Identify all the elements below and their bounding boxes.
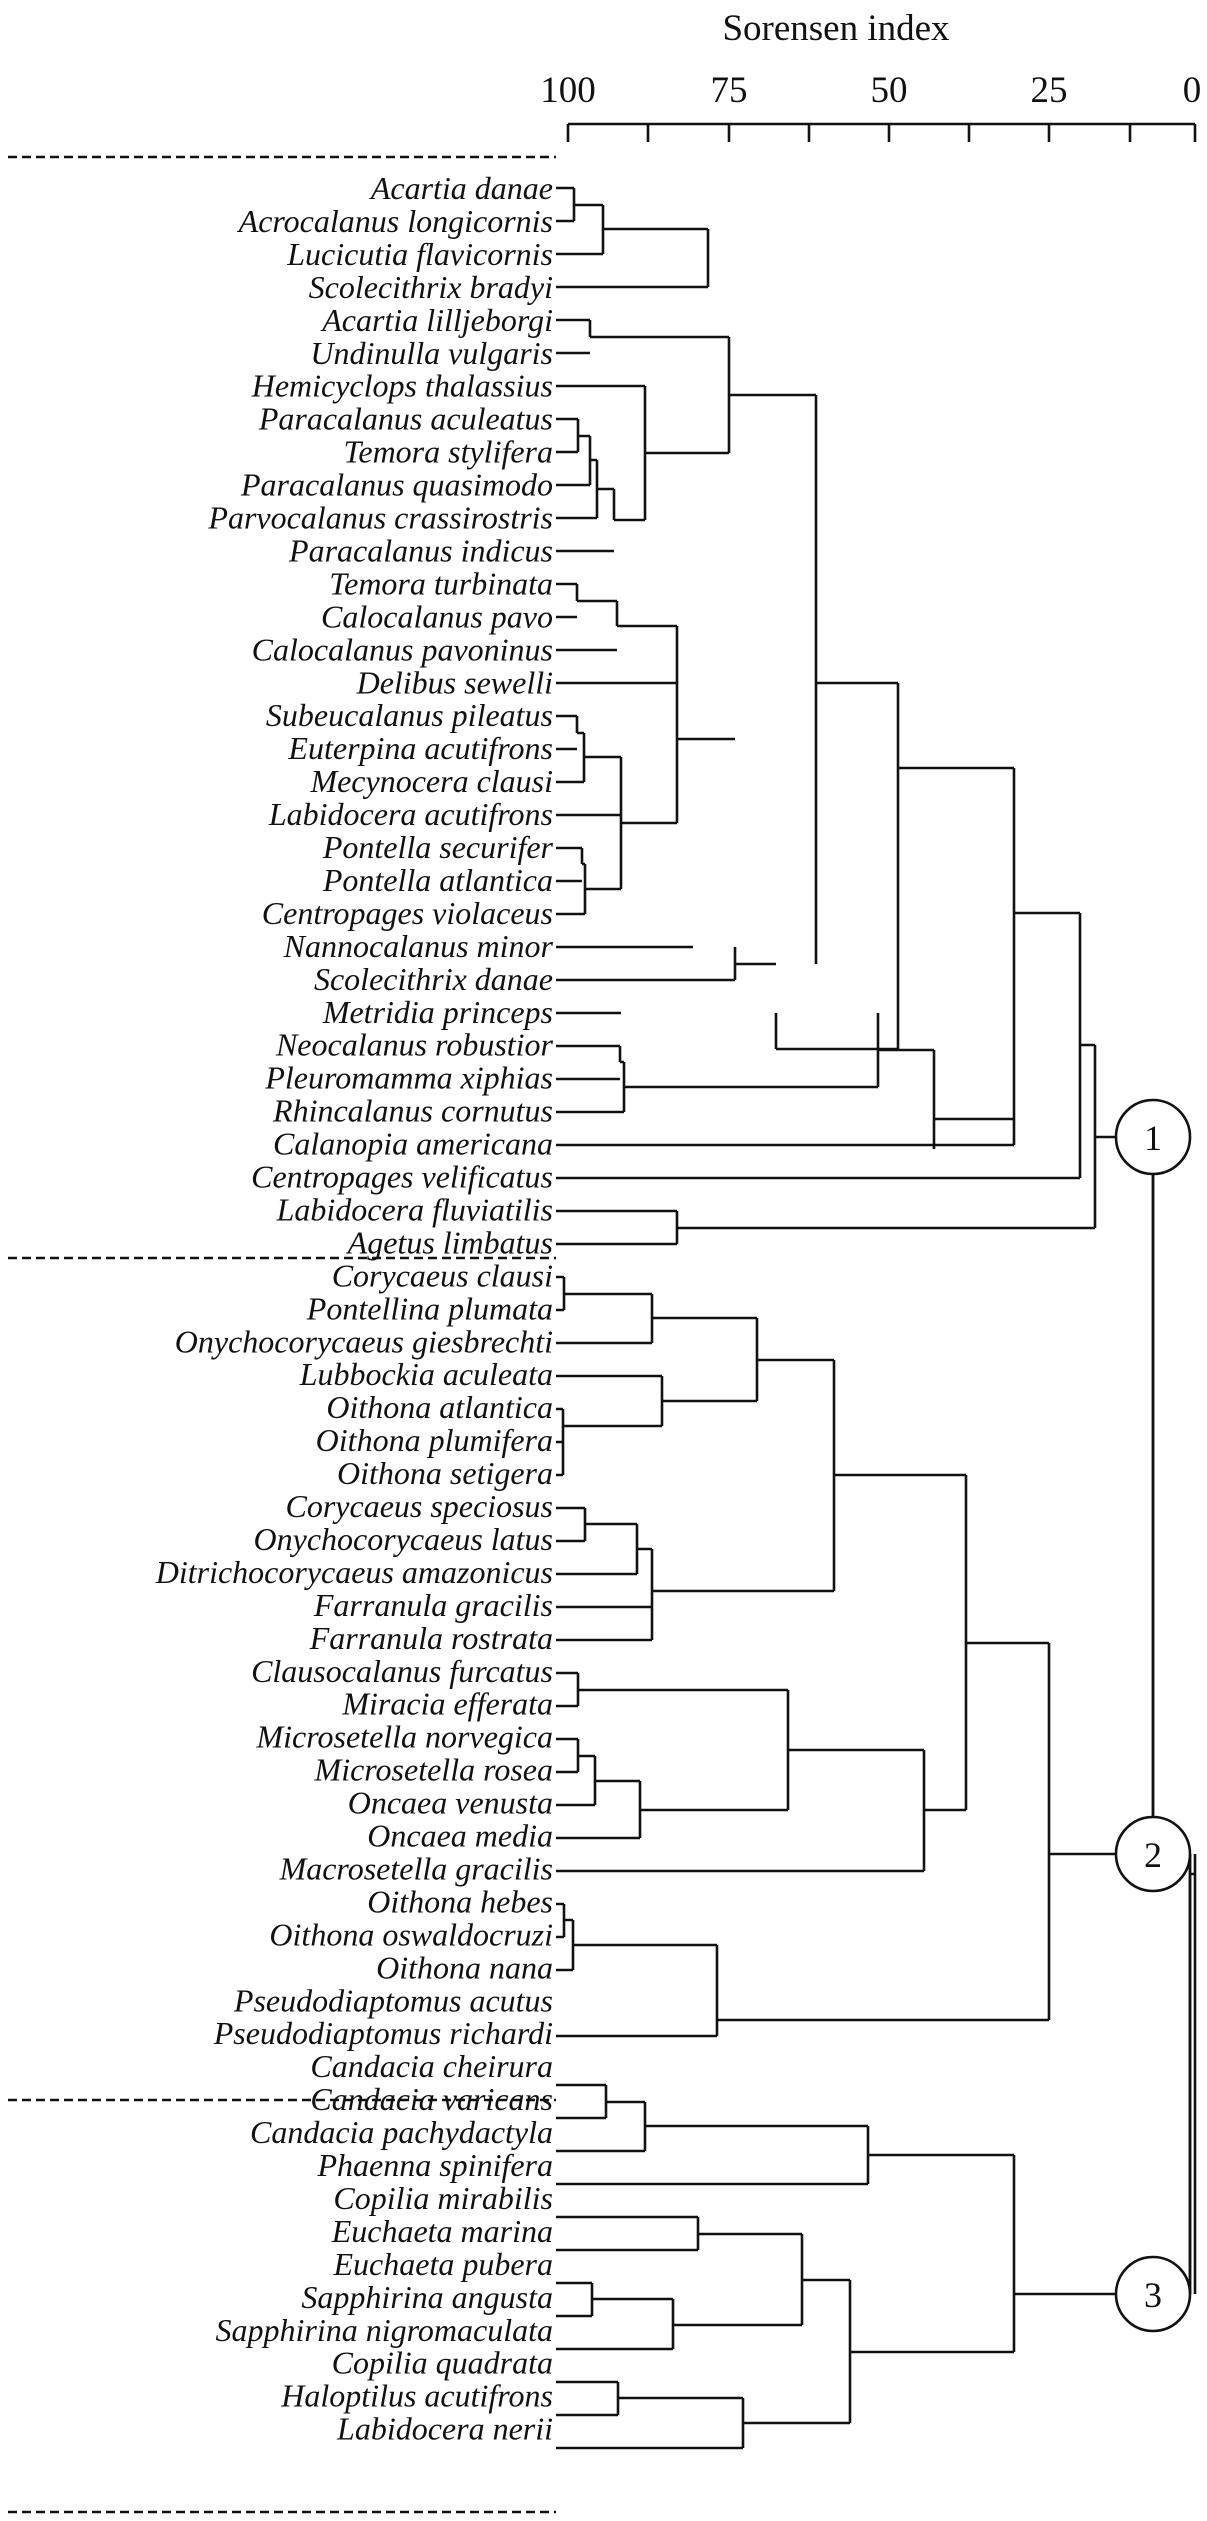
cluster-number-3: 3 [1144, 2275, 1162, 2315]
species-label: Calocalanus pavoninus [252, 631, 553, 667]
species-label: Euterpina acutifrons [287, 730, 553, 766]
species-label: Corycaeus clausi [332, 1257, 553, 1293]
cluster-marker-1 [1114, 1098, 1192, 1176]
species-label: Microsetella norvegica [256, 1719, 554, 1755]
species-label: Pleuromamma xiphias [264, 1060, 553, 1096]
axis-title: Sorensen index [722, 8, 950, 49]
species-label: Candacia cheirura [310, 2048, 553, 2084]
species-label: Candacia varicans [310, 2081, 553, 2117]
species-label: Mecynocera clausi [309, 763, 553, 799]
species-label: Scolecithrix bradyi [309, 269, 553, 305]
species-label: Oithona setigera [337, 1455, 553, 1491]
species-label: Lubbockia aculeata [299, 1356, 553, 1392]
species-label: Copilia mirabilis [333, 2180, 553, 2216]
species-label: Scolecithrix danae [314, 961, 553, 997]
species-label: Oithona hebes [367, 1883, 553, 1919]
species-label: Pontella atlantica [322, 862, 553, 898]
species-label: Parvocalanus crassirostris [207, 500, 553, 536]
species-label: Copilia quadrata [332, 2345, 553, 2381]
species-label: Oncaea media [367, 1818, 553, 1854]
species-label: Centropages violaceus [262, 895, 553, 931]
tick-label-75: 75 [711, 70, 748, 111]
species-label: Delibus sewelli [356, 664, 553, 700]
species-label: Oithona oswaldocruzi [269, 1916, 553, 1952]
cluster-number-1: 1 [1144, 1118, 1162, 1158]
species-label: Miracia efferata [341, 1686, 553, 1722]
species-label: Corycaeus speciosus [285, 1488, 553, 1524]
species-label: Neocalanus robustior [275, 1027, 554, 1063]
tick-label-25: 25 [1031, 70, 1068, 111]
tick-label-100: 100 [540, 70, 596, 111]
cluster-marker-3 [1114, 2255, 1192, 2333]
species-label: Candacia pachydactyla [250, 2114, 553, 2150]
species-label: Nannocalanus minor [283, 928, 554, 964]
species-label: Temora turbinata [329, 565, 553, 601]
dendrogram-branches [556, 186, 1197, 2450]
species-label: Metridia princeps [322, 994, 553, 1030]
species-label: Macrosetella gracilis [279, 1851, 553, 1887]
cluster-number-2: 2 [1144, 1835, 1162, 1875]
dendrogram-branch-lines [556, 186, 1192, 2450]
species-label: Pseudodiaptomus richardi [213, 2015, 553, 2051]
species-label: Paracalanus indicus [288, 533, 553, 569]
species-label: Phaenna spinifera [316, 2147, 553, 2183]
tick-label-0: 0 [1183, 70, 1202, 111]
species-label: Calanopia americana [273, 1126, 553, 1162]
species-label: Paracalanus quasimodo [240, 467, 553, 503]
species-label: Oithona atlantica [326, 1389, 553, 1425]
species-label: Labidocera nerii [336, 2411, 553, 2447]
species-label: Pontellina plumata [306, 1290, 553, 1326]
species-label: Haloptilus acutifrons [280, 2378, 553, 2414]
tick-label-50: 50 [871, 70, 908, 111]
cluster-marker-2 [1114, 1815, 1192, 1893]
species-label: Labidocera acutifrons [268, 796, 553, 832]
species-label: Onychocorycaeus giesbrechti [175, 1323, 553, 1359]
species-label: Pontella securifer [322, 829, 554, 865]
species-label: Farranula rostrata [309, 1620, 553, 1656]
species-label: Centropages velificatus [251, 1159, 553, 1195]
species-label: Calocalanus pavo [321, 598, 553, 634]
species-label: Acartia lilljeborgi [320, 302, 553, 338]
species-label: Hemicyclops thalassius [251, 368, 553, 404]
species-label: Ditrichocorycaeus amazonicus [155, 1554, 553, 1590]
species-label: Oncaea venusta [348, 1785, 553, 1821]
species-label: Paracalanus aculeatus [258, 401, 553, 437]
species-label: Subeucalanus pileatus [266, 697, 553, 733]
dendrogram-root-lines [1151, 1174, 1197, 2296]
species-label: Sapphirina nigromaculata [216, 2312, 553, 2348]
species-label: Sapphirina angusta [301, 2279, 553, 2315]
species-label: Euchaeta pubera [333, 2246, 554, 2282]
species-label: Undinulla vulgaris [310, 335, 553, 371]
species-label: Clausocalanus furcatus [251, 1653, 553, 1689]
species-label: Temora stylifera [344, 434, 554, 470]
species-label: Microsetella rosea [314, 1752, 553, 1788]
species-label: Oithona plumifera [316, 1422, 553, 1458]
species-label: Pseudodiaptomus acutus [233, 1982, 553, 2018]
species-label: Oithona nana [376, 1949, 553, 1985]
species-label: Rhincalanus cornutus [272, 1093, 553, 1129]
species-label: Euchaeta marina [331, 2213, 553, 2249]
species-label: Labidocera fluviatilis [276, 1192, 553, 1228]
species-label: Onychocorycaeus latus [254, 1521, 553, 1557]
species-label: Acrocalanus longicornis [237, 203, 553, 239]
species-label: Farranula gracilis [313, 1587, 553, 1623]
species-label: Agetus limbatus [346, 1224, 553, 1260]
species-label: Acartia danae [369, 170, 553, 206]
species-label: Lucicutia flavicornis [286, 236, 553, 272]
